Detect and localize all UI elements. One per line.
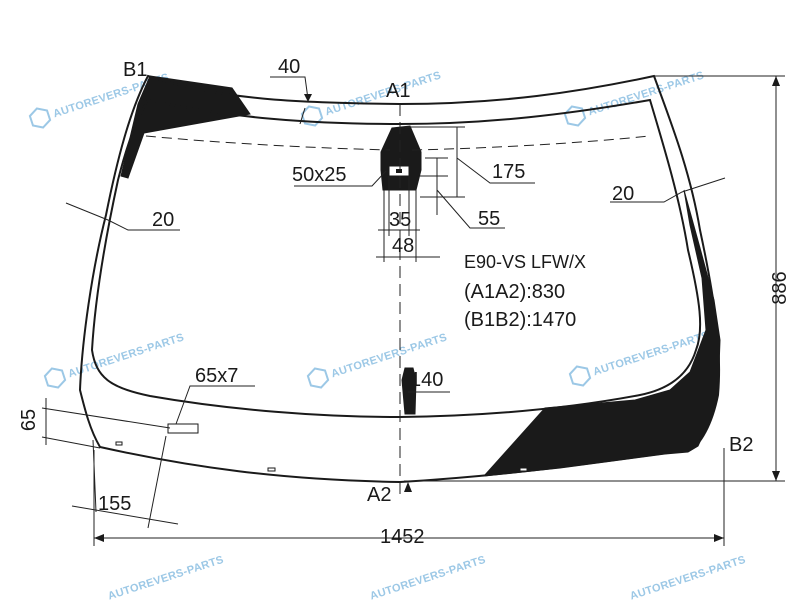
watermark-bottom-left: AUTOREVERS-PARTS — [106, 554, 225, 600]
watermark-top-right: AUTOREVERS-PARTS — [563, 69, 706, 127]
dim-bottom-left-ext-top — [41, 407, 171, 429]
edge-mark-right — [519, 467, 528, 472]
dim-corner-line — [71, 505, 179, 525]
vin-window — [167, 423, 199, 434]
dim-arrow-icon — [304, 94, 312, 102]
watermark-bottom-center: AUTOREVERS-PARTS — [368, 554, 487, 600]
dim-arrow-icon — [714, 534, 724, 542]
glass-inner-edge — [90, 98, 702, 419]
dim-corner: 155 — [98, 493, 131, 515]
watermark-bottom-right: AUTOREVERS-PARTS — [628, 554, 747, 600]
spec-a1a2: (A1A2):830 — [464, 281, 565, 303]
edge-mark-left — [115, 441, 123, 446]
dim-height: 886 — [769, 271, 791, 304]
watermark-text: AUTOREVERS-PARTS — [106, 554, 225, 600]
dim-top-border: 40 — [278, 56, 300, 78]
label-b2: B2 — [729, 434, 753, 456]
dim-width: 1452 — [380, 526, 425, 548]
watermark-logo-icon — [43, 367, 67, 389]
dim-sensor-size: 50x25 — [292, 164, 347, 186]
watermark-text: AUTOREVERS-PARTS — [368, 554, 487, 600]
dim-vin-window: 65x7 — [195, 365, 238, 387]
dim-arrow-icon — [404, 404, 412, 414]
sensor-black-area — [380, 125, 422, 191]
label-a2: A2 — [367, 484, 391, 506]
dim-sensor-top-leader — [456, 157, 535, 184]
watermark-text: AUTOREVERS-PARTS — [628, 554, 747, 600]
watermark-top-center: AUTOREVERS-PARTS — [300, 69, 443, 127]
dim-right-border-leader — [610, 177, 726, 203]
dim-vin-leader — [175, 385, 255, 425]
watermark-logo-icon — [568, 365, 592, 387]
dim-top-border-leader — [270, 76, 309, 100]
watermark-logo-icon — [306, 367, 330, 389]
sensor-dot — [396, 169, 402, 173]
dim-top-border-leader-lower — [299, 107, 306, 125]
label-a1: A1 — [386, 80, 410, 102]
dim-bottom-left-ext-bottom — [41, 436, 101, 449]
dim-sensor-top: 175 — [492, 161, 525, 183]
glass-outer-edge — [78, 74, 721, 484]
bottom-center-black-area — [401, 367, 417, 415]
dim-sensor-mid-leader — [436, 189, 505, 229]
dim-bottom-left: 65 — [18, 409, 40, 431]
dim-arrow-icon — [772, 76, 780, 86]
model-code: E90-VS LFW/X — [464, 252, 586, 272]
spec-b1b2: (B1B2):1470 — [464, 309, 576, 331]
dim-bottom-center: 140 — [410, 369, 443, 391]
dim-sensor-mid: 55 — [478, 208, 500, 230]
dim-left-border-leader — [65, 202, 180, 231]
watermark-text: AUTOREVERS-PARTS — [324, 69, 443, 118]
dim-arrow-icon — [404, 482, 412, 492]
dim-sensor-w1: 35 — [389, 209, 411, 231]
dim-arrow-icon — [772, 471, 780, 481]
edge-mark-mid — [267, 467, 276, 472]
watermark-logo-icon — [300, 105, 324, 127]
dim-left-border: 20 — [152, 209, 174, 231]
watermark-logo-icon — [28, 107, 52, 129]
dim-corner-ext-right — [147, 435, 167, 529]
glass-sensor-line — [145, 135, 651, 151]
watermark-mid-left: AUTOREVERS-PARTS — [43, 331, 186, 389]
dim-sensor-size-leader — [294, 170, 387, 187]
dim-right-border: 20 — [612, 183, 634, 205]
dim-arrow-icon — [94, 534, 104, 542]
watermark-logo-icon — [563, 105, 587, 127]
dim-sensor-w2: 48 — [392, 235, 414, 257]
label-b1: B1 — [123, 59, 147, 81]
